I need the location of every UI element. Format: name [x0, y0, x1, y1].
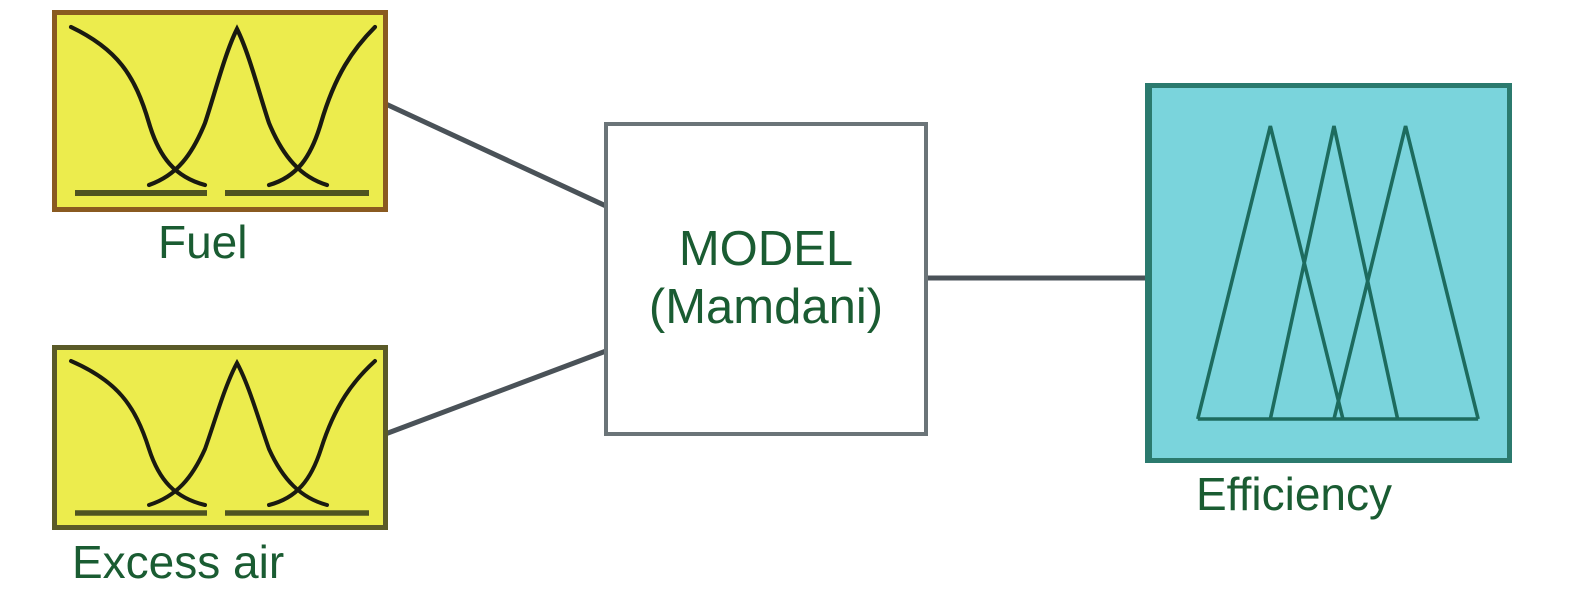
- label-efficiency: Efficiency: [1196, 468, 1393, 520]
- membership-plot-fuel: [68, 24, 378, 196]
- process-block-model[interactable]: MODEL (Mamdani): [604, 122, 928, 436]
- model-title-line-2: (Mamdani): [648, 280, 884, 334]
- mf-curve-medium: [147, 358, 329, 507]
- label-excess-air: Excess air: [72, 536, 285, 588]
- label-fuel: Fuel: [158, 216, 248, 268]
- connector-fuel-to-model: [384, 101, 610, 210]
- mf-curve-low: [68, 24, 208, 188]
- mf-curve-high: [266, 24, 378, 188]
- input-block-fuel[interactable]: [52, 10, 388, 212]
- input-block-excess-air[interactable]: [52, 345, 388, 530]
- model-title-line-1: MODEL: [678, 222, 854, 277]
- mf-curve-medium: [146, 24, 330, 188]
- membership-plot-efficiency: [1196, 125, 1480, 421]
- mf-curve-low: [69, 359, 207, 507]
- membership-plot-excess-air: [69, 358, 377, 516]
- mf-curve-high: [267, 359, 377, 507]
- mf-triangle-low: [1196, 125, 1345, 420]
- output-block-efficiency[interactable]: [1145, 83, 1512, 463]
- connector-excess-air-to-model: [384, 347, 610, 437]
- mf-triangle-medium: [1268, 125, 1400, 420]
- mf-triangle-high: [1332, 125, 1480, 420]
